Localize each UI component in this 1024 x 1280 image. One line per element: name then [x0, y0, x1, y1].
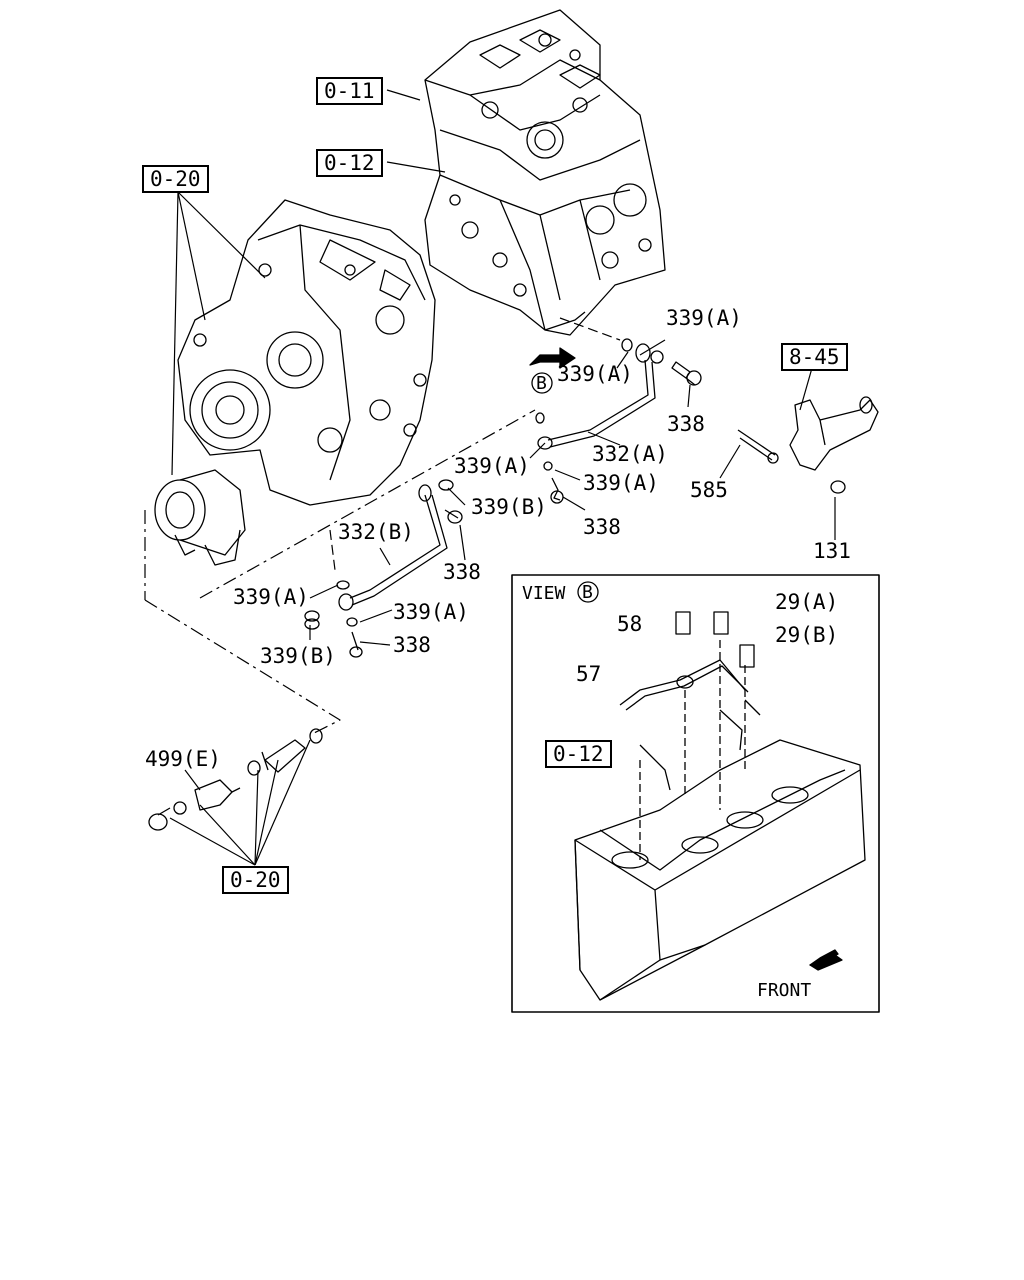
part-label-131: 131 — [813, 539, 851, 563]
part-label-339a: 339(A) — [233, 585, 309, 609]
part-label-339a: 339(A) — [666, 306, 742, 330]
part-label-339a: 339(A) — [557, 362, 633, 386]
part-label-338: 338 — [443, 560, 481, 584]
part-label-339a: 339(A) — [583, 471, 659, 495]
part-label-339b: 339(B) — [471, 495, 547, 519]
part-label-338: 338 — [667, 412, 705, 436]
direction-arrow — [529, 347, 576, 369]
view-b-frame — [511, 574, 880, 1013]
part-label-339a: 339(A) — [454, 454, 530, 478]
ref-label-8-45: 8-45 — [781, 343, 848, 371]
vacuum-pump-illustration — [154, 469, 246, 566]
part-label-499e: 499(E) — [145, 747, 221, 771]
ref-label-0-20-top: 0-20 — [142, 165, 209, 193]
part-label-332a: 332(A) — [592, 442, 668, 466]
oil-pipe-332a — [537, 343, 656, 450]
ref-label-0-20-bottom: 0-20 — [222, 866, 289, 894]
oil-pipe-332b — [338, 484, 448, 611]
cylinder-block-bottom-view — [574, 611, 866, 1001]
part-label-339b: 339(B) — [260, 644, 336, 668]
front-cover-illustration — [177, 199, 436, 506]
part-label-339a: 339(A) — [393, 600, 469, 624]
view-marker-circle — [531, 372, 553, 394]
part-label-332b: 332(B) — [338, 520, 414, 544]
sensor-parts — [148, 728, 323, 831]
engine-block-illustration — [424, 9, 666, 336]
ref-label-0-11: 0-11 — [316, 77, 383, 105]
front-label: FRONT — [757, 980, 812, 1001]
part-label-29b: 29(B) — [775, 623, 839, 647]
view-marker-b: B — [536, 373, 547, 394]
ref-label-0-12: 0-12 — [316, 149, 383, 177]
fasteners — [304, 338, 702, 658]
view-title-marker: B — [582, 582, 593, 603]
part-label-58: 58 — [617, 612, 643, 636]
view-b-marker-circle — [577, 581, 599, 603]
front-arrow-body — [809, 954, 843, 971]
part-label-338: 338 — [583, 515, 621, 539]
part-label-585: 585 — [690, 478, 728, 502]
bracket-8-45 — [737, 396, 879, 494]
view-title: VIEW — [522, 583, 566, 604]
part-label-57: 57 — [576, 662, 602, 686]
part-label-338: 338 — [393, 633, 431, 657]
part-label-29a: 29(A) — [775, 590, 839, 614]
ref-label-0-12-view: 0-12 — [545, 740, 612, 768]
